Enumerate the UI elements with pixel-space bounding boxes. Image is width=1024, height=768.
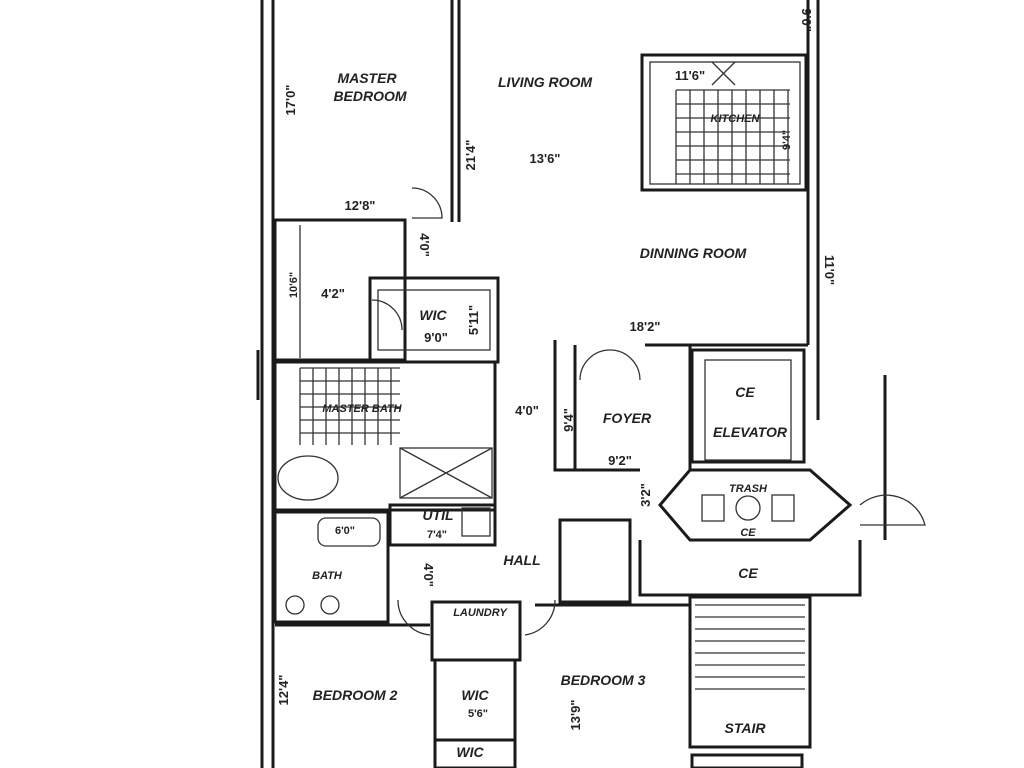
bath-area [273,503,632,624]
master-bedroom-label: MASTER [337,70,397,86]
dim-kitchen-depth: 9'4" [781,130,793,150]
dim-wic-depth: 5'11" [466,305,481,335]
dim-closet-depth: 10'6" [288,272,300,298]
trash-label: TRASH [729,483,768,495]
wic-master-label: WIC [419,307,447,323]
lower-rooms [275,599,690,768]
master-bedroom-label-2: BEDROOM [333,88,406,104]
wic-lower-label: WIC [456,744,484,760]
dim-bed2-depth: 12'4" [276,675,291,706]
dim-bath-tub: 6'0" [335,525,355,537]
stair-label: STAIR [725,720,767,736]
kitchen-area [640,53,808,192]
dim-kitchen-width: 11'6" [675,68,705,83]
foyer-label: FOYER [603,410,652,426]
dim-dining-width: 18'2" [630,319,661,334]
dim-living-depth: 21'4" [463,140,478,171]
bath-label: BATH [312,570,343,582]
elevator-label: ELEVATOR [713,424,788,440]
dining-room-label: DINNING ROOM [640,245,747,261]
dim-foyer-depth: 9'4" [561,408,576,432]
master-closets [273,187,500,364]
core-area [553,340,926,768]
ce-trash-label: CE [740,527,756,539]
dim-foyer-door: 3'2" [638,483,653,507]
dim-wic-width: 9'0" [424,330,448,345]
master-bath-label: MASTER BATH [322,403,402,415]
dim-dining-depth: 11'0" [822,255,837,285]
dim-living-width: 13'6" [530,151,561,166]
dim-util-width: 7'4" [427,529,447,541]
ce-top-label: CE [735,384,755,400]
dim-master-depth: 17'0" [283,85,298,116]
ce-lobby-label: CE [738,565,758,581]
living-room-label: LIVING ROOM [498,74,592,90]
dim-wic-bed2-width: 5'6" [468,708,488,720]
dim-hall-depth: 4'0" [421,563,436,587]
bedroom-2-label: BEDROOM 2 [313,687,398,703]
bedroom-3-label: BEDROOM 3 [561,672,646,688]
kitchen-label: KITCHEN [711,113,761,125]
wic-bed2-label: WIC [461,687,489,703]
dim-bed3-depth: 13'9" [568,700,583,731]
dim-closet-entry: 4'0" [417,233,432,257]
dim-hall-width: 4'0" [515,403,539,418]
dim-closet-width: 4'2" [321,286,345,301]
dim-foyer-width: 9'2" [608,453,632,468]
dim-top-right: 9'0" [799,8,814,32]
laundry-label: LAUNDRY [453,607,508,619]
dim-master-width: 12'8" [345,198,376,213]
walls [256,0,887,768]
master-bath-area [273,360,497,512]
util-label: UTIL [422,507,453,523]
hall-label: HALL [503,552,540,568]
